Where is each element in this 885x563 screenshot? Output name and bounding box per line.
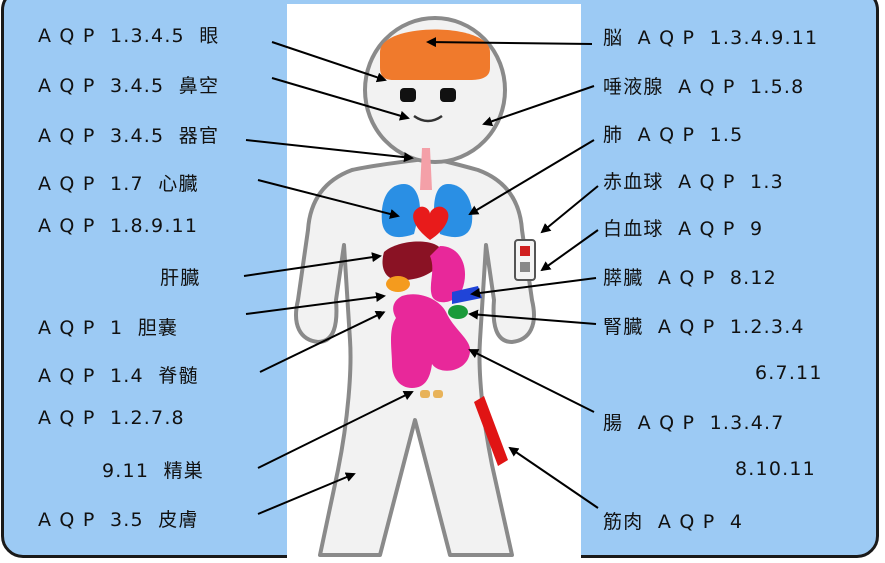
testis-right-organ xyxy=(433,390,443,398)
label-salivary-gland: 唾液腺 A Q P 1.5.8 xyxy=(603,72,804,99)
arrow-eye xyxy=(272,42,385,80)
arrow-rbc xyxy=(542,186,598,232)
label-pancreas: 膵臓 A Q P 8.12 xyxy=(603,263,777,290)
label-spinal-cord: A Q P 1.4 脊髄 xyxy=(38,361,199,388)
trachea-organ xyxy=(420,148,432,190)
red-blood-cell-sample xyxy=(520,246,530,256)
label-eye: A Q P 1.3.4.5 眼 xyxy=(38,21,220,48)
arrow-muscle xyxy=(510,448,598,508)
white-blood-cell-sample xyxy=(520,262,530,272)
brain-organ xyxy=(380,30,490,81)
label-gallbladder: A Q P 1 胆嚢 xyxy=(38,313,178,340)
label-trachea: A Q P 3.4.5 器官 xyxy=(38,121,219,148)
label-intestine: 腸 A Q P 1.3.4.7 xyxy=(603,408,785,435)
label-skin: A Q P 3.5 皮膚 xyxy=(38,505,199,532)
label-kidney: 腎臓 A Q P 1.2.3.4 xyxy=(603,312,805,339)
gallbladder-organ xyxy=(386,276,410,292)
label-testis-aqp: A Q P 1.2.7.8 xyxy=(38,407,185,429)
label-liver-aqp: A Q P 1.8.9.11 xyxy=(38,215,198,237)
testis-left-organ xyxy=(420,390,430,398)
arrow-intestine xyxy=(470,350,594,412)
label-kidney-cont: 6.7.11 xyxy=(755,362,823,384)
label-lung: 肺 A Q P 1.5 xyxy=(603,120,743,147)
label-muscle: 筋肉 A Q P 4 xyxy=(603,507,743,534)
kidney-organ xyxy=(448,305,468,319)
arrow-wbc xyxy=(542,230,598,270)
label-intestine-cont: 8.10.11 xyxy=(735,458,816,480)
label-nasal-cavity: A Q P 3.4.5 鼻空 xyxy=(38,71,219,98)
label-liver: 肝臓 xyxy=(160,263,200,290)
label-testis: 9.11 精巣 xyxy=(102,456,204,483)
label-brain: 脳 A Q P 1.3.4.9.11 xyxy=(603,23,818,50)
label-white-blood-cell: 白血球 A Q P 9 xyxy=(603,214,763,241)
label-heart: A Q P 1.7 心臓 xyxy=(38,169,199,196)
label-red-blood-cell: 赤血球 A Q P 1.3 xyxy=(603,167,784,194)
